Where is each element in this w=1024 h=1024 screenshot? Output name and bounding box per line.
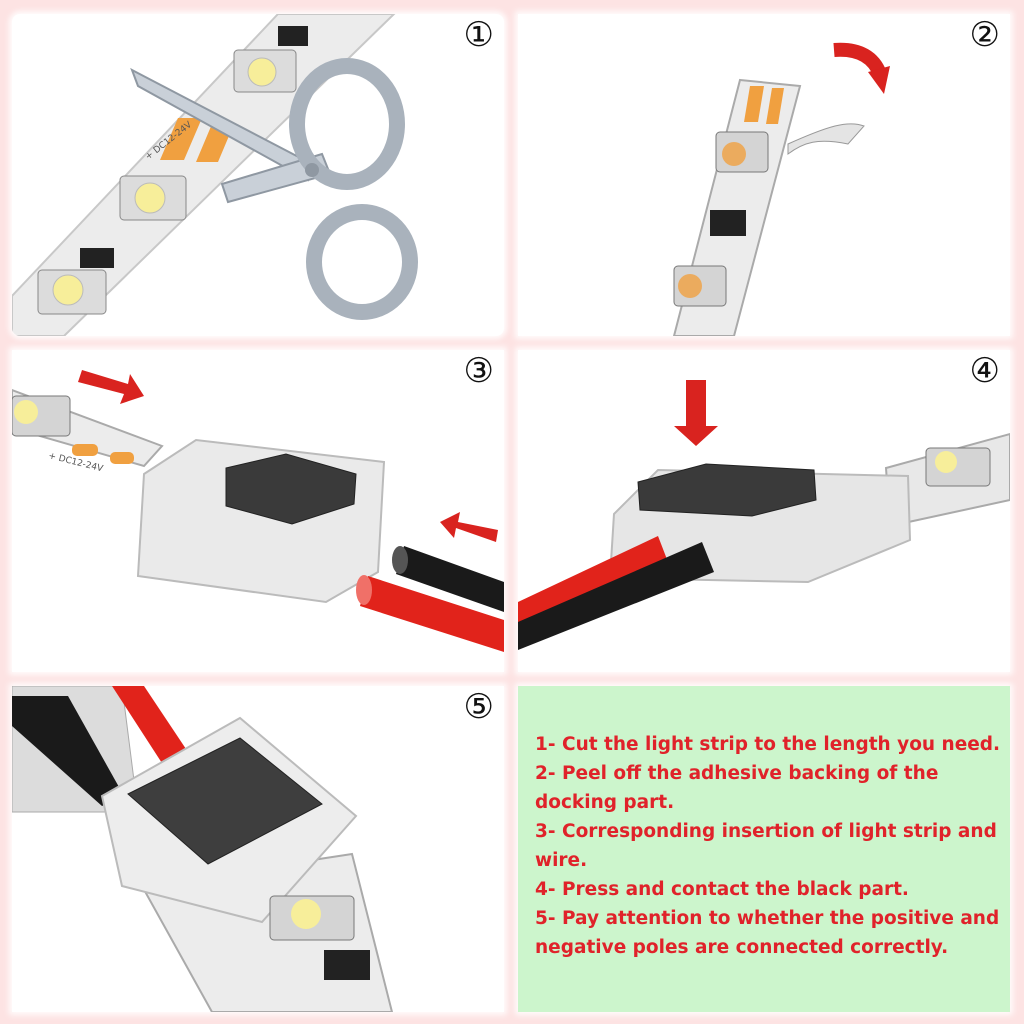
wire-red (356, 575, 504, 652)
led-chip (12, 395, 71, 437)
resistor (324, 950, 370, 980)
led-chip (269, 895, 355, 941)
led-chip (925, 447, 991, 487)
adhesive-backing (787, 123, 865, 155)
scissors-icon (130, 58, 418, 320)
step-3-illustration: + DC12-24V (12, 370, 504, 652)
instruction-item: 3- Corresponding insertion of light stri… (535, 821, 997, 871)
arrow-left-icon (440, 512, 498, 542)
step-4-panel: ④ (518, 350, 1010, 672)
step-4-illustration (518, 380, 1010, 650)
instruction-item: 5- Pay attention to whether the positive… (535, 908, 1000, 958)
step-number: ④ (969, 351, 1000, 391)
step-5-panel: ⑤ (12, 686, 504, 1012)
connector-clip (100, 716, 358, 924)
led-chip (673, 265, 727, 307)
copper-pad (766, 88, 784, 124)
led-chip (715, 131, 769, 173)
step-2-panel: ② (518, 14, 1010, 336)
instruction-item: 1- Cut the light strip to the length you… (535, 734, 1001, 755)
wire-black (12, 696, 124, 806)
copper-pad (72, 444, 98, 456)
arrow-down-icon (674, 380, 718, 446)
step-2-illustration (672, 42, 890, 336)
led-chip (119, 175, 187, 221)
arrow-right-icon (78, 370, 144, 404)
wire-black (518, 542, 714, 650)
step-number: ① (463, 15, 494, 55)
led-chip (233, 49, 297, 93)
step-1-illustration: + DC12-24V (12, 14, 418, 336)
step-number: ③ (463, 351, 494, 391)
step-5-illustration (12, 686, 394, 1012)
copper-pad (744, 86, 764, 122)
step-3-panel: + DC12-24V ③ (12, 350, 504, 672)
curved-arrow-icon (833, 42, 890, 94)
instruction-item: 4- Press and contact the black part. (535, 879, 909, 900)
instructions-panel: 1- Cut the light strip to the length you… (518, 686, 1010, 1012)
resistor (710, 210, 746, 236)
step-1-panel: + DC12-24V ① (12, 14, 504, 336)
copper-pad (160, 118, 202, 160)
resistor (80, 248, 114, 268)
wire-black (392, 546, 504, 612)
step-number: ② (969, 15, 1000, 55)
step-number: ⑤ (463, 687, 494, 727)
resistor (278, 26, 308, 46)
led-chip (37, 269, 107, 315)
instruction-item: 2- Peel off the adhesive backing of the … (535, 763, 939, 813)
connector-clip (136, 438, 386, 604)
copper-pad (110, 452, 134, 464)
instructions-list: 1- Cut the light strip to the length you… (535, 730, 1005, 962)
